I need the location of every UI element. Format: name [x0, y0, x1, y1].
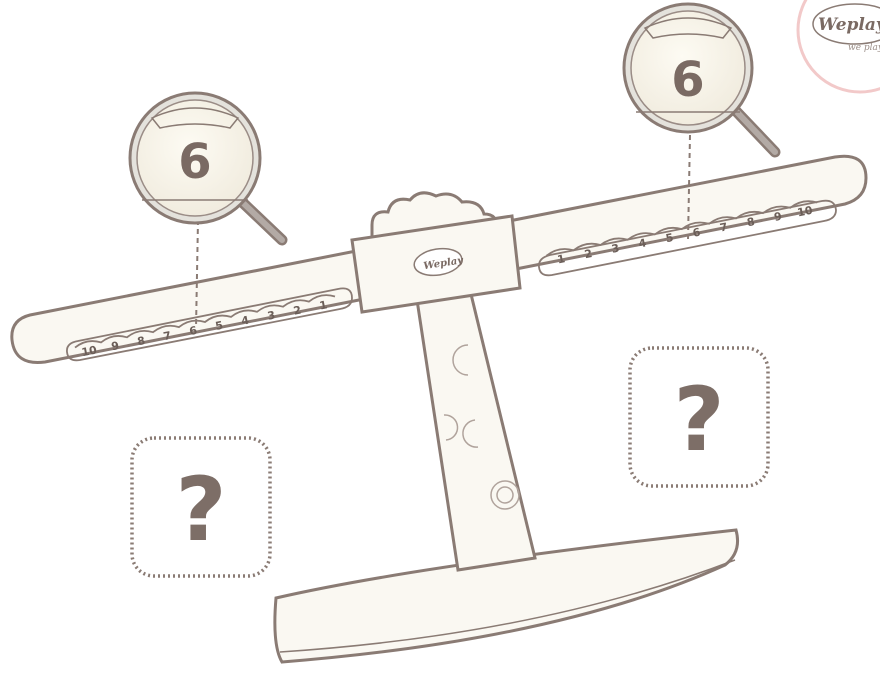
right-tick-label: 4 [638, 236, 648, 250]
left-tick-label: 6 [188, 324, 198, 338]
brand-logo-text: Weplay [818, 15, 880, 35]
left-tick-label: 8 [136, 334, 146, 348]
right-tick-label: 1 [556, 252, 566, 266]
left-tick-label: 9 [110, 339, 120, 353]
left-tick-label: 3 [266, 309, 276, 323]
balance-stand [415, 288, 537, 572]
right-arm-notches [545, 200, 818, 257]
left-arm-notches [74, 294, 336, 349]
right-tick-label: 2 [583, 247, 593, 261]
left-unknown-box: ? [130, 436, 272, 578]
left-tick-label: 7 [162, 329, 172, 343]
right-notch-path [545, 200, 818, 257]
right-tick-label: 9 [773, 210, 783, 224]
right-magnifier-value: 6 [671, 52, 704, 108]
right-tick-label: 3 [610, 242, 620, 256]
left-arm-tick-labels: 10 9 8 7 6 5 4 3 2 1 [80, 298, 328, 359]
left-tick-label: 4 [240, 314, 250, 328]
left-tick-label: 2 [292, 303, 302, 317]
brand-logo: Weplay we play [796, 0, 880, 94]
balance-base [273, 528, 740, 664]
left-tick-label: 10 [80, 343, 98, 359]
right-unknown-box: ? [628, 346, 770, 488]
right-tick-label: 7 [719, 220, 729, 234]
left-notch-path [74, 294, 336, 349]
right-tick-label: 8 [746, 215, 756, 229]
left-leader-line [195, 219, 199, 329]
right-tick-label: 6 [692, 226, 702, 240]
left-tick-label: 5 [214, 319, 224, 333]
right-tick-label: 5 [665, 231, 675, 245]
left-magnifier-value: 6 [178, 134, 211, 190]
left-magnifier: 6 [128, 91, 288, 246]
pivot-block: Weplay [350, 214, 522, 314]
right-magnifier: 6 [622, 2, 781, 158]
brand-logo-tagline: we play [848, 43, 880, 53]
right-arm-tick-labels: 1 2 3 4 5 6 7 8 9 10 [556, 204, 814, 267]
right-tick-label: 10 [796, 204, 814, 220]
right-unknown-symbol: ? [673, 368, 724, 471]
left-unknown-symbol: ? [175, 458, 226, 561]
left-tick-label: 1 [318, 298, 328, 312]
